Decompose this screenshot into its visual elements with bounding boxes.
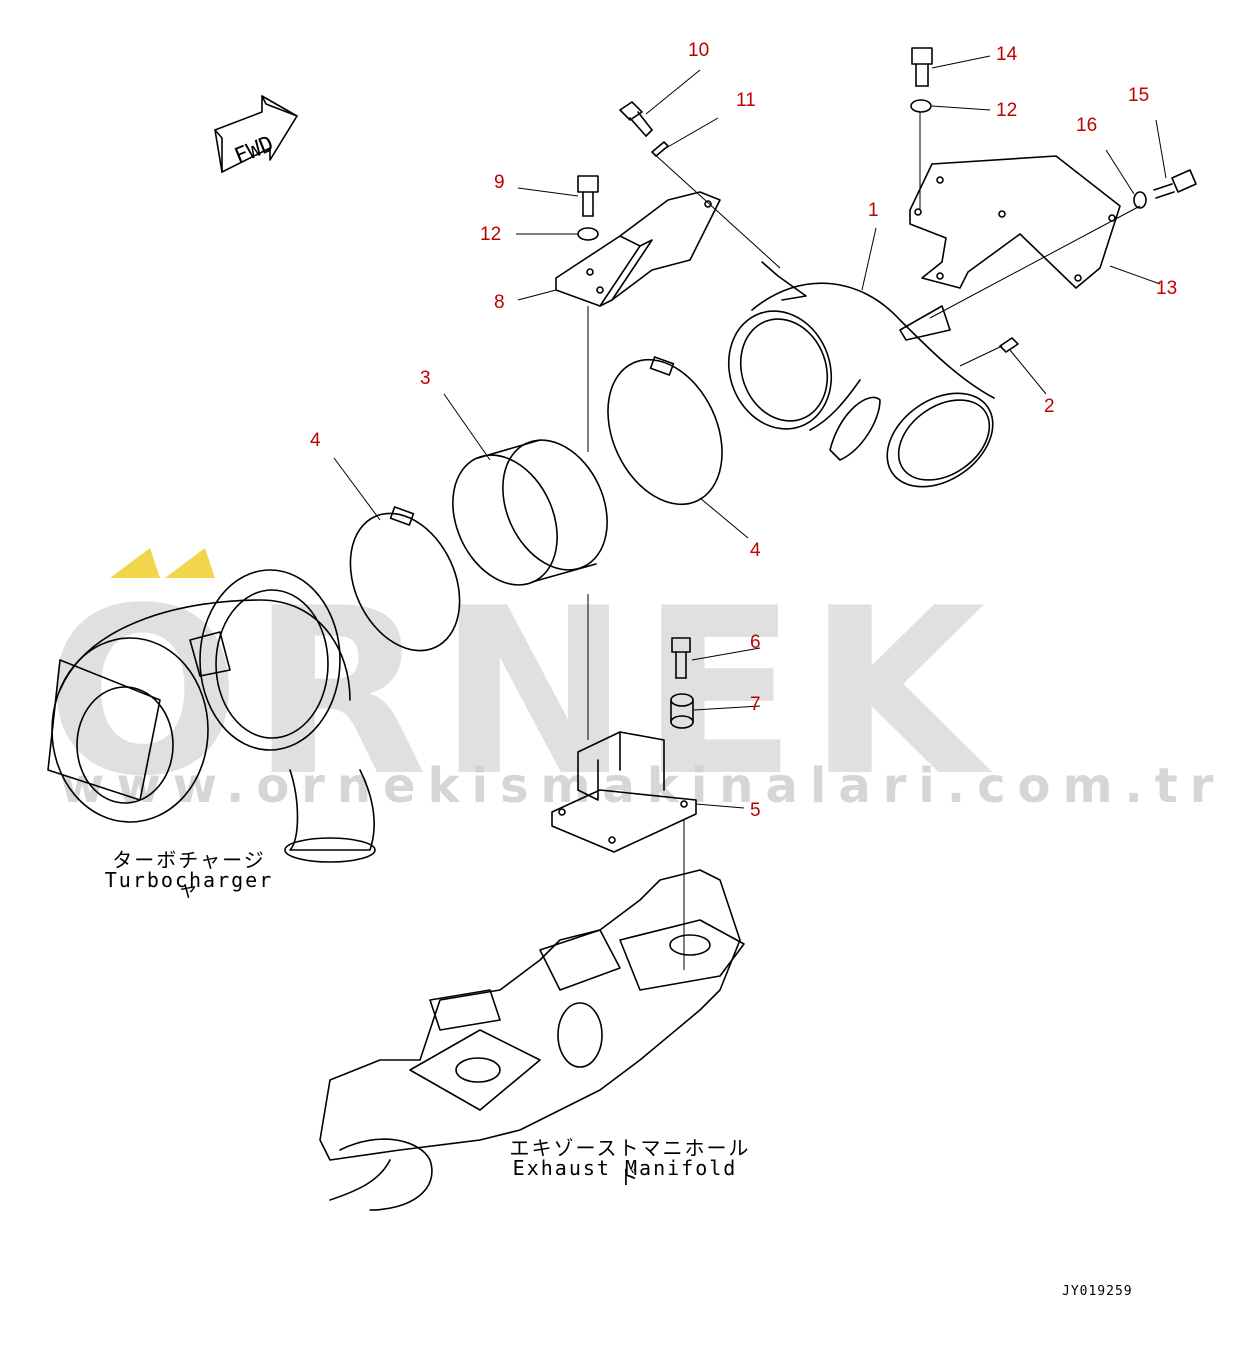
spacer-7-icon — [670, 693, 694, 729]
callout-15: 15 — [1128, 85, 1150, 106]
bolt-6-icon — [671, 637, 691, 679]
callout-4: 4 — [750, 540, 761, 561]
turbocharger-label-en: Turbocharger — [104, 868, 274, 892]
callout-1: 1 — [868, 200, 879, 221]
manifold-label-en: Exhaust Manifold — [512, 1156, 738, 1180]
watermark-accent — [165, 548, 215, 578]
watermark-url: www.ornekismakinalari.com.tr — [60, 758, 1226, 814]
turbocharger-label-jp: ターボチャージャ — [112, 848, 266, 901]
callout-4: 4 — [310, 430, 321, 451]
bracket-13-icon — [909, 155, 1121, 289]
bolt-10-icon — [619, 101, 653, 137]
support-5-icon — [551, 731, 697, 853]
elbow-pipe-1-icon — [727, 261, 995, 488]
callout-12: 12 — [996, 100, 1018, 121]
washer-12-icon — [577, 227, 599, 241]
callout-11: 11 — [736, 90, 756, 111]
callout-5: 5 — [750, 800, 761, 821]
manifold-label-jp: エキゾーストマニホールド — [509, 1136, 751, 1189]
bolt-14-icon — [911, 47, 933, 87]
watermark-accent — [110, 548, 160, 578]
washer-12-icon — [910, 99, 932, 113]
bolt-15-icon — [1153, 169, 1197, 199]
callout-12: 12 — [480, 224, 502, 245]
plug-2-icon — [999, 337, 1019, 353]
clamp-4-icon — [607, 356, 723, 506]
bracket-8-icon — [555, 191, 721, 307]
drawing-id: JY019259 — [1062, 1284, 1133, 1299]
callout-10: 10 — [688, 40, 710, 61]
turbocharger-illustration — [47, 569, 376, 863]
callout-8: 8 — [494, 292, 505, 313]
callout-7: 7 — [750, 694, 761, 715]
callout-2: 2 — [1044, 396, 1055, 417]
callout-3: 3 — [420, 368, 431, 389]
callout-14: 14 — [996, 44, 1018, 65]
washer-16-icon — [1133, 191, 1147, 209]
callout-9: 9 — [494, 172, 505, 193]
callout-16: 16 — [1076, 115, 1098, 136]
exhaust-manifold-illustration — [319, 869, 745, 1211]
bolt-9-icon — [577, 175, 599, 217]
sleeve-3-icon — [452, 439, 608, 586]
fwd-arrow-icon — [214, 95, 298, 173]
callout-6: 6 — [750, 632, 761, 653]
clamp-4-icon — [349, 506, 461, 652]
callout-13: 13 — [1156, 278, 1178, 299]
